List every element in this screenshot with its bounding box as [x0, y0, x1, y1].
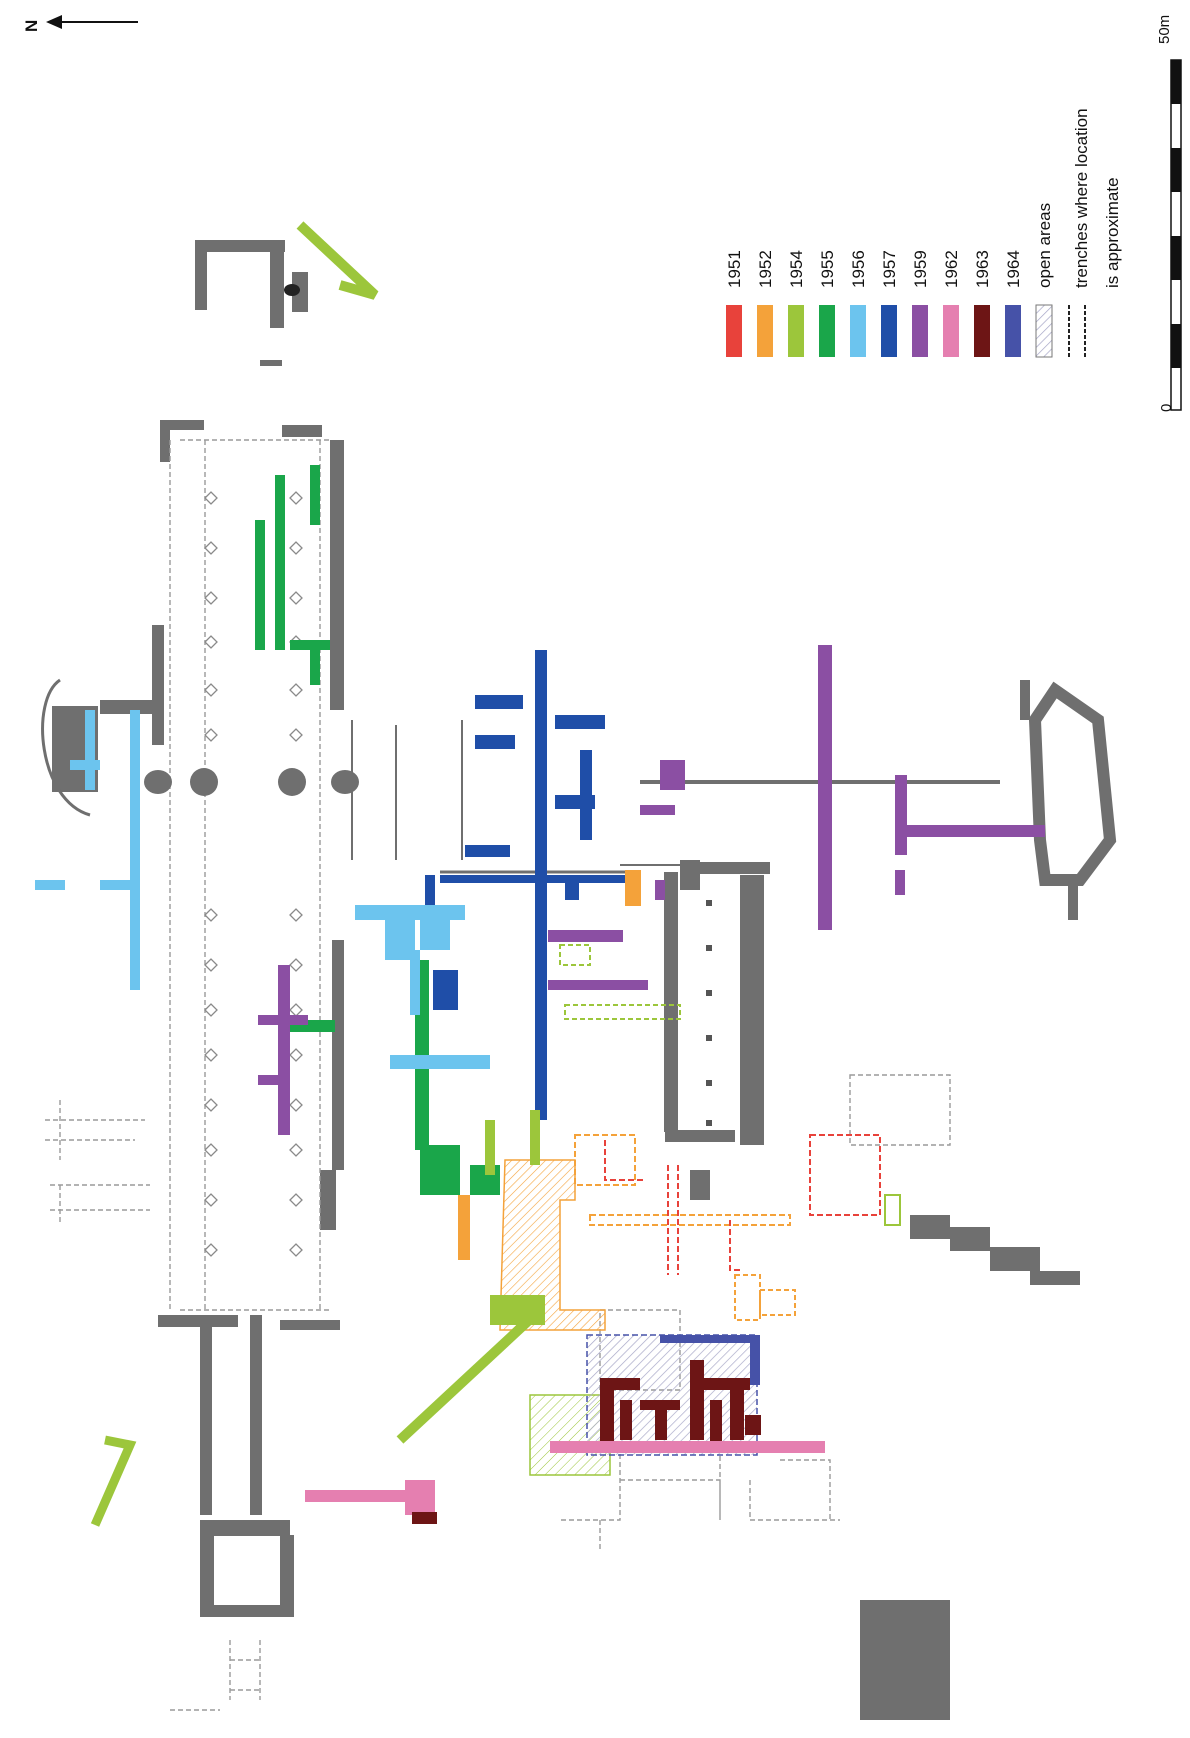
legend-label-open-areas: open areas — [1035, 202, 1054, 288]
legend-label-1956: 1956 — [849, 250, 868, 288]
swatch-1954 — [788, 305, 804, 357]
legend-label-1962: 1962 — [942, 250, 961, 288]
legend-label-1957: 1957 — [880, 250, 899, 288]
legend-swatches — [726, 304, 1086, 358]
trenches-1952 — [458, 870, 796, 1331]
swatch-1951 — [726, 305, 742, 357]
swatch-1962 — [943, 305, 959, 357]
trenches-1957 — [425, 650, 640, 1120]
octagon-building — [1020, 680, 1117, 920]
legend-label-approximate: trenches where location is approximate — [1072, 108, 1122, 288]
legend-label-1955: 1955 — [818, 250, 837, 288]
swatch-1963 — [974, 305, 990, 357]
scale-bar — [1170, 59, 1182, 411]
swatch-1955 — [819, 305, 835, 357]
nave-piers — [204, 491, 303, 1257]
trenches-1956 — [35, 710, 490, 1069]
chapter-house — [351, 720, 1000, 1200]
trenches-1964 — [660, 1335, 760, 1385]
north-arrow — [46, 15, 138, 29]
trenches-1951 — [604, 1134, 881, 1275]
legend-label-1954: 1954 — [787, 250, 806, 288]
swatch-1964 — [1005, 305, 1021, 357]
trenches-1962 — [305, 1441, 825, 1524]
scale-end-label: 50m — [1156, 14, 1173, 44]
trenches-1959 — [258, 645, 1045, 1135]
swatch-approximate — [1068, 305, 1086, 357]
legend-label-1952: 1952 — [756, 250, 775, 288]
legend-label-1951: 1951 — [725, 250, 744, 288]
trenches-1963 — [600, 1360, 761, 1450]
east-chapel — [195, 240, 308, 366]
swatch-1959 — [912, 305, 928, 357]
legend-label-1959: 1959 — [911, 250, 930, 288]
swatch-1956 — [850, 305, 866, 357]
trenches-1955 — [255, 465, 500, 1195]
cathedral-nave — [41, 420, 359, 1711]
scale-start-label: 0 — [1158, 403, 1175, 412]
swatch-open-areas — [1035, 304, 1053, 358]
swatch-1957 — [881, 305, 897, 357]
north-label: N — [22, 19, 41, 32]
legend-label-1964: 1964 — [1004, 250, 1023, 288]
legend-label-1963: 1963 — [973, 250, 992, 288]
swatch-1952 — [757, 305, 773, 357]
